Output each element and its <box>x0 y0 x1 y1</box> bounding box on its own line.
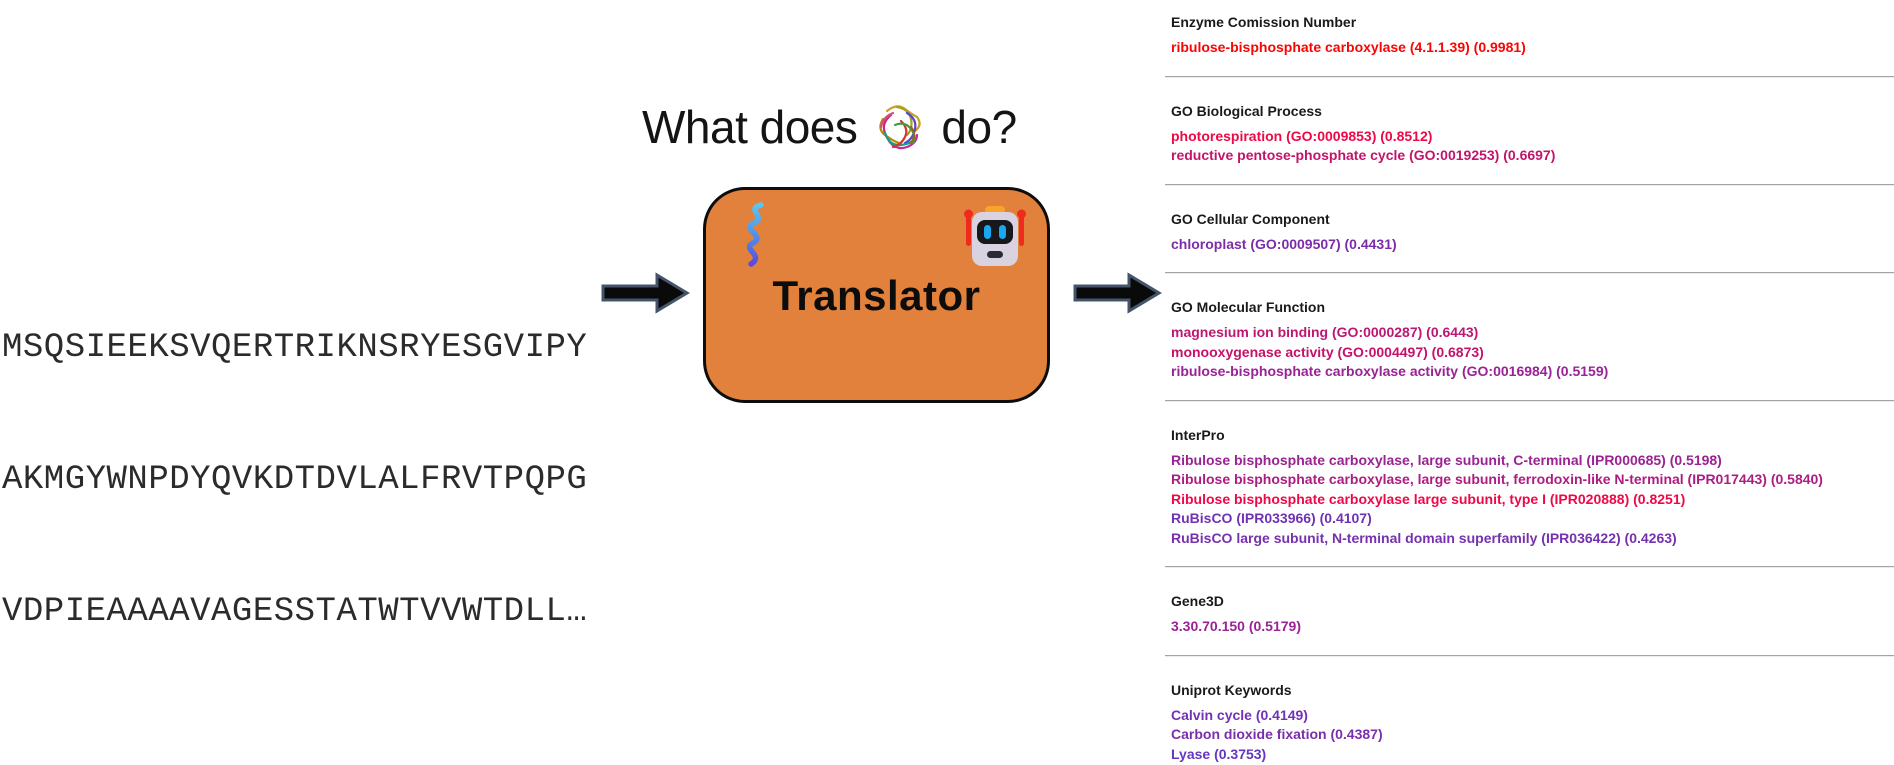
prediction-entry: ribulose-bisphosphate carboxylase activi… <box>1171 363 1609 379</box>
prediction-entry: Lyase (0.3753) <box>1171 745 1267 762</box>
result-section: Gene3D 3.30.70.150 (0.5179) <box>1171 568 1894 655</box>
section-title: GO Molecular Function <box>1171 299 1326 315</box>
protein-structure-icon <box>879 105 922 150</box>
section-title: Uniprot Keywords <box>1171 681 1292 698</box>
sequence-line: MSQSIEEKSVQERTRIKNSRYESGVIPY <box>2 329 588 367</box>
section-divider <box>1165 399 1894 402</box>
protein-sequence-text: MSQSIEEKSVQERTRIKNSRYESGVIPY AKMGYWNPDYQ… <box>2 238 587 722</box>
prediction-entry: Ribulose bisphosphate carboxylase, large… <box>1171 471 1823 487</box>
section-divider <box>1165 183 1894 186</box>
prediction-entry: Carbon dioxide fixation (0.4387) <box>1171 726 1383 742</box>
arrow-right-icon <box>601 272 690 314</box>
result-section: GO Cellular Component chloroplast (GO:000… <box>1171 186 1894 273</box>
question-title: What does do? <box>642 92 1017 162</box>
question-prefix: What does <box>642 101 858 153</box>
section-title: GO Biological Process <box>1171 102 1322 119</box>
results-panel: Enzyme Comission Number ribulose-bisphosp… <box>1165 0 1894 765</box>
prediction-entry: Ribulose bisphosphate carboxylase large … <box>1171 490 1686 507</box>
prediction-entry: reductive pentose-phosphate cycle (GO:00… <box>1171 147 1556 163</box>
section-title: GO Cellular Component <box>1171 210 1330 227</box>
result-section: GO Molecular Function magnesium ion bindi… <box>1171 274 1894 400</box>
prediction-entry: Calvin cycle (0.4149) <box>1171 706 1308 723</box>
section-title: Enzyme Comission Number <box>1171 14 1357 30</box>
section-divider <box>1165 75 1894 78</box>
prediction-entry: 3.30.70.150 (0.5179) <box>1171 618 1301 634</box>
section-divider <box>1165 566 1894 568</box>
result-section: GO Biological Process photorespiration (G… <box>1171 78 1894 184</box>
question-suffix: do? <box>941 101 1017 153</box>
prediction-entry: magnesium ion binding (GO:0000287) (0.64… <box>1171 324 1479 340</box>
prediction-entry: RuBisCO large subunit, N-terminal domain… <box>1171 529 1677 546</box>
sequence-line: VDPIEAAAAVAGESSTATWTVVWTDLL… <box>2 593 588 631</box>
prediction-entry: monooxygenase activity (GO:0004497) (0.6… <box>1171 343 1484 360</box>
prediction-entry: ribulose-bisphosphate carboxylase (4.1.1… <box>1171 39 1526 55</box>
section-title: Gene3D <box>1171 593 1224 609</box>
section-title: InterPro <box>1171 426 1225 443</box>
sequence-line: AKMGYWNPDYQVKDTDVLALFRVTPQPG <box>2 461 588 499</box>
prediction-entry: RuBisCO (IPR033966) (0.4107) <box>1171 510 1372 526</box>
prediction-entry: chloroplast (GO:0009507) (0.4431) <box>1171 235 1397 252</box>
robot-icon <box>964 206 1026 266</box>
section-divider <box>1165 654 1894 657</box>
translator-label: Translator <box>772 272 981 319</box>
translator-box: Translator <box>703 187 1050 403</box>
arrow-right-icon <box>1073 272 1162 314</box>
prediction-entry: Ribulose bisphosphate carboxylase, large… <box>1171 451 1722 468</box>
dna-squiggle-icon <box>746 202 764 267</box>
result-section: Enzyme Comission Number ribulose-bisphosp… <box>1171 10 1894 76</box>
section-divider <box>1165 272 1894 274</box>
prediction-entry: photorespiration (GO:0009853) (0.8512) <box>1171 127 1433 144</box>
